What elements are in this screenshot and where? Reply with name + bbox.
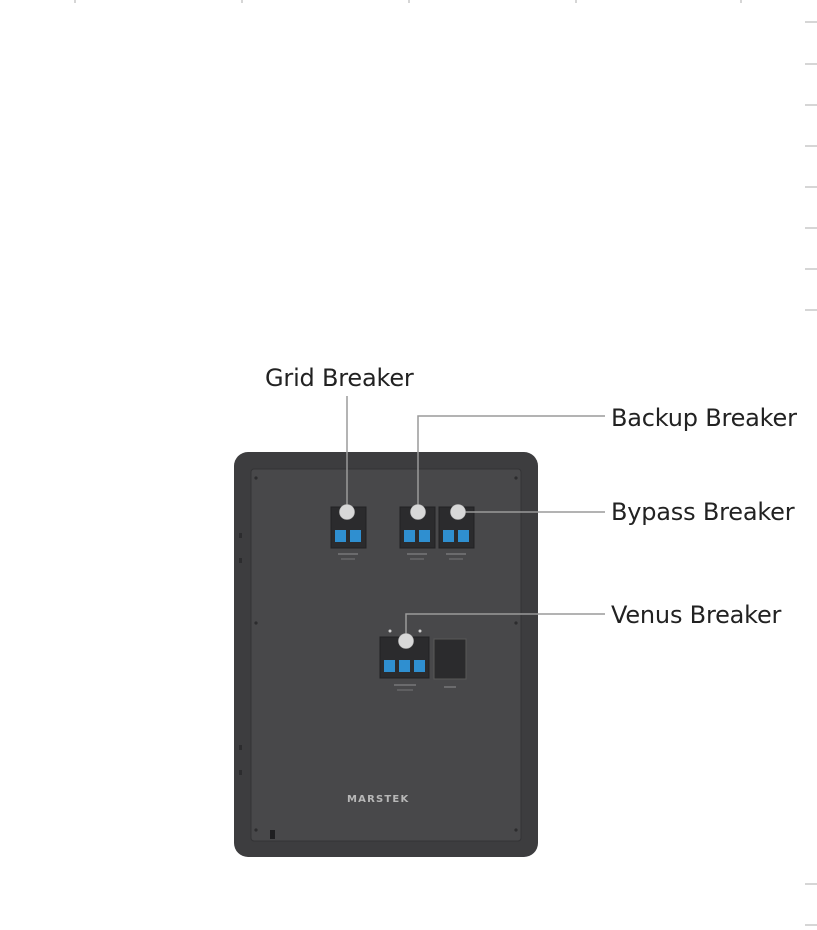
backup-breaker-label: Backup Breaker xyxy=(611,404,797,432)
socket-caption xyxy=(444,686,456,688)
breaker-switch xyxy=(443,530,454,542)
breaker-switch xyxy=(404,530,415,542)
outlet-socket-icon xyxy=(433,638,467,688)
hinge xyxy=(239,533,242,538)
venus-callout-line xyxy=(405,613,605,640)
breaker-switch xyxy=(350,530,361,542)
hinge xyxy=(239,745,242,750)
breaker-caption xyxy=(338,553,358,555)
bypass-marker xyxy=(450,504,466,520)
grid-breaker-label: Grid Breaker xyxy=(265,364,414,392)
breaker-caption xyxy=(407,553,427,555)
breaker-switch xyxy=(458,530,469,542)
breaker-switch xyxy=(335,530,346,542)
screw xyxy=(514,476,518,480)
panel-brand: MARSTEK xyxy=(347,794,410,805)
screw xyxy=(254,828,258,832)
screw xyxy=(514,621,518,625)
breaker-caption xyxy=(397,689,413,691)
screw xyxy=(254,476,258,480)
breaker-caption xyxy=(341,558,355,560)
socket-body xyxy=(433,638,467,680)
backup-callout-line xyxy=(417,415,605,512)
bypass-breaker-label: Bypass Breaker xyxy=(611,498,795,526)
breaker-caption xyxy=(394,684,416,686)
backup-marker xyxy=(410,504,426,520)
indicator-dot xyxy=(418,629,422,633)
breaker-switch xyxy=(399,660,410,672)
panel-latch xyxy=(270,830,275,839)
breaker-switch xyxy=(384,660,395,672)
venus-breaker-label: Venus Breaker xyxy=(611,601,782,629)
breaker-switch xyxy=(419,530,430,542)
panel-hinges xyxy=(239,533,242,775)
venus-marker xyxy=(398,633,414,649)
panel-screws xyxy=(254,476,518,832)
callout-markers xyxy=(339,504,466,649)
grid-marker xyxy=(339,504,355,520)
hinge xyxy=(239,558,242,563)
callout-lines xyxy=(346,396,605,640)
hinge xyxy=(239,770,242,775)
breaker-caption xyxy=(446,553,466,555)
breaker-caption xyxy=(449,558,463,560)
indicator-dot xyxy=(388,629,392,633)
screw xyxy=(514,828,518,832)
breaker-caption xyxy=(410,558,424,560)
breaker-switch xyxy=(414,660,425,672)
edge-ticks xyxy=(74,0,817,926)
screw xyxy=(254,621,258,625)
